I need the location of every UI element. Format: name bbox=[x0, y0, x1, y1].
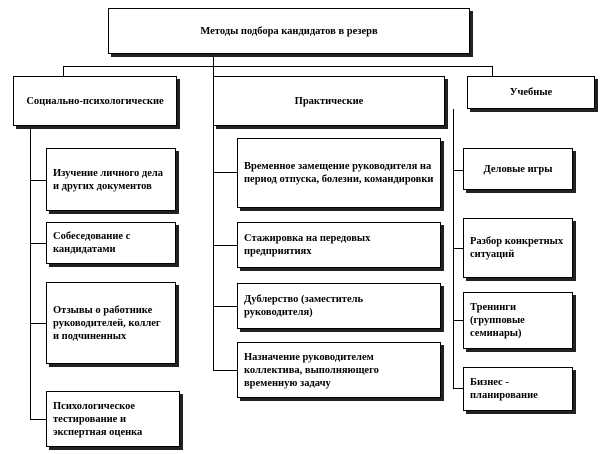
category-3-item-3: Тренинги (групповые семинары) bbox=[463, 292, 573, 349]
branch-category-3-item-1 bbox=[453, 170, 463, 171]
branch-category-1-item-4 bbox=[30, 419, 46, 420]
category-2-item-2: Стажировка на передовых предприятиях bbox=[237, 222, 441, 268]
trunk-category-1 bbox=[30, 126, 31, 419]
category-1-header: Социально-психологические bbox=[13, 76, 177, 126]
category-1-item-2: Собеседование с кандидатами bbox=[46, 222, 176, 264]
category-1-item-3: Отзывы о работнике руководителей, коллег… bbox=[46, 282, 176, 364]
branch-category-3-item-4 bbox=[453, 388, 463, 389]
branch-category-1-item-3 bbox=[30, 323, 46, 324]
branch-category-1-item-1 bbox=[30, 180, 46, 181]
branch-category-3-item-2 bbox=[453, 248, 463, 249]
root-connector bbox=[213, 54, 214, 76]
category-3-header: Учебные bbox=[467, 76, 595, 109]
branch-category-2-item-2 bbox=[213, 245, 237, 246]
category-1-item-4: Психологическое тестирование и экспертна… bbox=[46, 391, 180, 447]
root-node: Методы подбора кандидатов в резерв bbox=[108, 8, 470, 54]
connector-category-1 bbox=[63, 66, 64, 76]
category-2-item-1: Временное замещение руководителя на пери… bbox=[237, 138, 441, 208]
category-3-item-2: Разбор конкретных ситуаций bbox=[463, 218, 573, 278]
category-2-item-4: Назначение руководителем коллектива, вып… bbox=[237, 342, 441, 398]
branch-category-3-item-3 bbox=[453, 320, 463, 321]
branch-category-2-item-1 bbox=[213, 172, 237, 173]
trunk-category-2 bbox=[213, 126, 214, 370]
category-2-item-3: Дублерство (заместитель руководителя) bbox=[237, 283, 441, 329]
category-3-item-4: Бизнес - планирование bbox=[463, 367, 573, 411]
branch-category-1-item-2 bbox=[30, 243, 46, 244]
category-3-item-1: Деловые игры bbox=[463, 148, 573, 190]
branch-category-2-item-4 bbox=[213, 370, 237, 371]
connector-category-3 bbox=[492, 66, 493, 76]
category-1-item-1: Изучение личного дела и других документо… bbox=[46, 148, 176, 211]
branch-category-2-item-3 bbox=[213, 306, 237, 307]
category-2-header: Практические bbox=[213, 76, 445, 126]
top-horizontal-connector bbox=[63, 66, 492, 67]
